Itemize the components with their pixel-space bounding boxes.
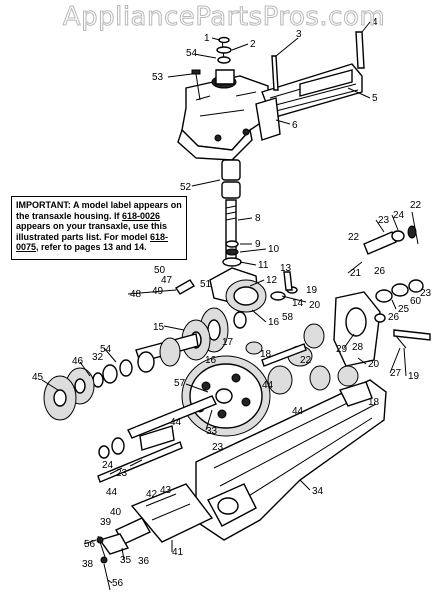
callout-23-top: 23 bbox=[378, 215, 390, 226]
callout-19-bottom: 19 bbox=[408, 371, 420, 382]
callout-9: 9 bbox=[255, 239, 261, 250]
top-bolts bbox=[191, 31, 365, 101]
right-cluster bbox=[261, 211, 431, 387]
callout-44-low: 44 bbox=[106, 487, 118, 498]
callout-16-left: 16 bbox=[205, 355, 217, 366]
callout-24-top: 24 bbox=[393, 210, 405, 221]
callout-38: 38 bbox=[82, 559, 94, 570]
callout-12: 12 bbox=[266, 275, 278, 286]
callout-18-bottom: 18 bbox=[368, 397, 380, 408]
callout-23-mid: 23 bbox=[212, 442, 224, 453]
callout-46: 46 bbox=[72, 356, 84, 367]
callout-51: 51 bbox=[200, 279, 212, 290]
watermark: AppliancePartsPros.com bbox=[62, 2, 386, 33]
callout-54-top: 54 bbox=[186, 48, 198, 59]
bevel-gear-assembly bbox=[199, 267, 298, 355]
callout-44-right: 44 bbox=[262, 380, 274, 391]
notice-line-2: appears on your transaxle, use this illu… bbox=[16, 221, 168, 242]
callout-25: 25 bbox=[398, 304, 410, 315]
callout-5: 5 bbox=[372, 93, 378, 104]
callout-21: 21 bbox=[350, 268, 362, 279]
callout-35: 35 bbox=[120, 555, 132, 566]
callout-2: 2 bbox=[250, 39, 256, 50]
notice-line-1: A model label appears on the transaxle h… bbox=[16, 200, 182, 221]
callout-52: 52 bbox=[180, 182, 192, 193]
axle-shafts bbox=[97, 395, 217, 483]
notice-lead: IMPORTANT: bbox=[16, 200, 71, 210]
callout-40: 40 bbox=[110, 507, 122, 518]
callout-49: 49 bbox=[152, 286, 164, 297]
callout-15: 15 bbox=[153, 322, 165, 333]
callout-24-low: 24 bbox=[102, 460, 114, 471]
callout-1: 1 bbox=[204, 33, 210, 44]
callout-20-bottom: 20 bbox=[368, 359, 380, 370]
callout-36: 36 bbox=[138, 556, 150, 567]
callout-53: 53 bbox=[152, 72, 164, 83]
callout-50: 50 bbox=[154, 265, 166, 276]
callout-44-mid: 44 bbox=[170, 417, 182, 428]
callout-10: 10 bbox=[268, 244, 280, 255]
callout-42: 42 bbox=[146, 489, 158, 500]
callout-34: 34 bbox=[312, 486, 324, 497]
callout-56-top: 56 bbox=[84, 539, 96, 550]
callout-27: 27 bbox=[390, 368, 402, 379]
callout-18-top: 18 bbox=[260, 349, 272, 360]
callout-4: 4 bbox=[372, 17, 378, 28]
callout-41: 41 bbox=[172, 547, 184, 558]
main-gear bbox=[181, 355, 331, 437]
callout-26-top: 26 bbox=[374, 266, 386, 277]
callout-20-top: 20 bbox=[309, 300, 321, 311]
callout-47: 47 bbox=[161, 275, 173, 286]
callout-8: 8 bbox=[255, 213, 261, 224]
callout-13-top: 13 bbox=[280, 263, 292, 274]
callout-56-bottom: 56 bbox=[112, 578, 124, 589]
callout-57: 57 bbox=[174, 378, 186, 389]
leader-lines bbox=[41, 21, 407, 584]
callout-58: 58 bbox=[282, 312, 294, 323]
notice-line-3: , refer to pages 13 and 14. bbox=[36, 242, 147, 252]
callout-17: 17 bbox=[222, 337, 234, 348]
callout-28: 28 bbox=[352, 342, 364, 353]
shaft-and-spacers bbox=[221, 159, 242, 267]
callout-33: 33 bbox=[206, 426, 218, 437]
callout-22-right: 22 bbox=[410, 200, 422, 211]
callout-48: 48 bbox=[130, 289, 142, 300]
callout-43: 43 bbox=[160, 485, 172, 496]
callout-60: 60 bbox=[410, 296, 422, 307]
callout-29: 29 bbox=[336, 344, 348, 355]
callout-44-right2: 44 bbox=[292, 406, 304, 417]
model-notice: IMPORTANT: A model label appears on the … bbox=[11, 196, 187, 260]
callout-23-right: 23 bbox=[420, 288, 432, 299]
callout-23-low: 23 bbox=[116, 468, 128, 479]
callout-39: 39 bbox=[100, 517, 112, 528]
lower-housing bbox=[96, 379, 387, 591]
callout-45: 45 bbox=[32, 372, 44, 383]
callout-22-left: 22 bbox=[348, 232, 360, 243]
callout-32: 32 bbox=[92, 352, 104, 363]
callout-16-right: 16 bbox=[268, 317, 280, 328]
notice-model-a: 618-0026 bbox=[122, 210, 161, 221]
callout-11: 11 bbox=[258, 260, 269, 271]
callout-26-mid: 26 bbox=[388, 312, 400, 323]
callout-3: 3 bbox=[296, 29, 302, 40]
callout-6: 6 bbox=[292, 120, 298, 131]
callout-19-top: 19 bbox=[306, 285, 318, 296]
left-shaft-assembly bbox=[43, 279, 211, 421]
upper-housing bbox=[177, 63, 363, 161]
callout-labels: 1 2 3 4 54 53 5 6 52 8 9 10 11 12 13 14 … bbox=[32, 17, 432, 589]
callout-14: 14 bbox=[292, 298, 304, 309]
callout-22-mid: 22 bbox=[300, 355, 312, 366]
notice-model-b: 618-0075 bbox=[16, 231, 169, 253]
